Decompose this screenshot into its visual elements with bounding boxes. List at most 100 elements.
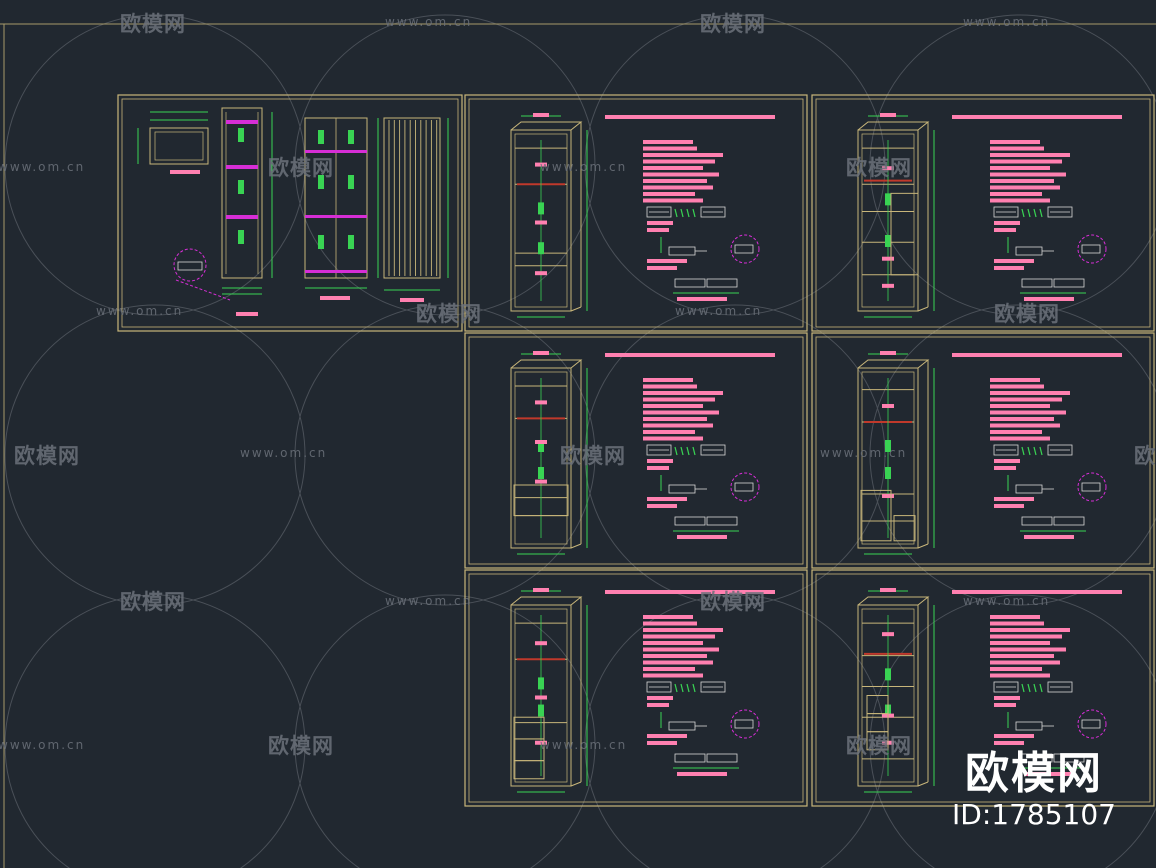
annotation-text-bar	[990, 423, 1060, 428]
annotation-text-bar	[990, 172, 1066, 177]
watermark-logo: 欧模网	[120, 12, 186, 36]
watermark-circle	[869, 594, 1156, 868]
annotation-text-bar	[990, 667, 1042, 671]
annotation-text-bar	[643, 654, 707, 658]
watermark-logo: 欧模网	[416, 302, 482, 326]
watermark-url: www.om.cn	[96, 304, 184, 318]
annotation-text-bar	[643, 146, 697, 151]
sheet-title	[605, 353, 775, 357]
annotation-text-bar	[1024, 535, 1074, 539]
annotation-text-bar	[643, 430, 695, 434]
wardrobe-elevation	[510, 367, 572, 549]
watermark-circle	[294, 594, 596, 868]
annotation-text-bar	[647, 497, 687, 501]
annotation-text-bar	[643, 628, 723, 632]
sheet-title	[605, 590, 775, 594]
annotation-text-bar	[990, 410, 1066, 415]
annotation-text-bar	[994, 696, 1020, 700]
annotation-text-bar	[643, 673, 703, 678]
watermark-logo: 欧模网	[14, 444, 80, 468]
watermark-logo: 欧模网	[268, 734, 334, 758]
model-space-frame	[0, 23, 1156, 868]
slatted-door-panel	[383, 117, 441, 279]
detail-callout-circle	[730, 472, 760, 502]
annotation-text-bar	[990, 185, 1060, 190]
annotation-text-bar	[990, 673, 1050, 678]
watermark-url: www.om.cn	[675, 304, 763, 318]
annotation-text-bar	[990, 430, 1042, 434]
watermark-url: www.om.cn	[820, 446, 908, 460]
wardrobe-elevation	[510, 604, 572, 787]
annotation-text-bar	[990, 179, 1054, 183]
annotation-text-bar	[994, 266, 1024, 270]
sheet-title	[605, 115, 775, 119]
annotation-text-bar	[647, 466, 669, 470]
annotation-text-bar	[643, 179, 707, 183]
annotation-text-bar	[643, 185, 713, 190]
wardrobe-elevation	[510, 129, 572, 312]
annotation-text-bar	[643, 641, 703, 645]
watermark-logo: 欧模网	[560, 444, 626, 468]
annotation-text-bar	[647, 266, 677, 270]
annotation-text-bar	[994, 497, 1034, 501]
detail-callout-circle	[730, 709, 760, 739]
annotation-text-bar	[647, 734, 687, 738]
annotation-text-bar	[994, 459, 1020, 463]
annotation-text-bar	[990, 192, 1042, 196]
annotation-text-bar	[990, 146, 1044, 151]
annotation-text-bar	[990, 647, 1066, 652]
annotation-text-bar	[677, 535, 727, 539]
annotation-text-bar	[647, 741, 677, 745]
watermark-url: www.om.cn	[0, 738, 86, 752]
annotation-text-bar	[643, 423, 713, 428]
drawing-sheet	[811, 94, 1155, 332]
watermark-url: www.om.cn	[240, 446, 328, 460]
annotation-text-bar	[647, 221, 673, 225]
wardrobe-elevation	[857, 367, 919, 549]
annotation-text-bar	[994, 221, 1020, 225]
annotation-text-bar	[994, 741, 1024, 745]
annotation-text-bar	[994, 259, 1034, 263]
watermark-url: www.om.cn	[963, 15, 1051, 29]
annotation-text-bar	[990, 660, 1060, 665]
annotation-text-bar	[990, 391, 1070, 395]
annotation-text-bar	[677, 297, 727, 301]
brand-name: 欧模网	[965, 748, 1104, 799]
model-id-label: ID:1785107	[952, 798, 1116, 831]
annotation-text-bar	[643, 615, 693, 619]
annotation-text-bar	[990, 404, 1050, 408]
annotation-text-bar	[643, 410, 719, 415]
annotation-text-bar	[643, 404, 703, 408]
annotation-text-bar	[643, 621, 697, 626]
watermark-logo: 欧模网	[994, 302, 1060, 326]
annotation-text-bar	[990, 621, 1044, 626]
annotation-text-bar	[643, 153, 723, 157]
detail-callout-circle	[1077, 472, 1107, 502]
annotation-text-bar	[643, 647, 719, 652]
annotation-text-bar	[643, 378, 693, 382]
annotation-text-bar	[643, 417, 707, 421]
annotation-text-bar	[643, 192, 695, 196]
drawing-sheet	[811, 332, 1155, 569]
annotation-text-bar	[647, 504, 677, 508]
annotation-text-bar	[990, 641, 1050, 645]
watermark-circle	[584, 304, 886, 606]
brand-badge: 欧模网 ID:1785107	[952, 750, 1116, 832]
annotation-text-bar	[643, 159, 715, 164]
annotation-text-bar	[990, 397, 1062, 402]
annotation-text-bar	[643, 660, 713, 665]
drawing-sheet	[117, 94, 463, 332]
drawing-sheet	[464, 332, 808, 569]
annotation-text-bar	[994, 466, 1016, 470]
watermark-url: www.om.cn	[385, 594, 473, 608]
annotation-text-bar	[990, 140, 1040, 144]
watermark-circle	[4, 304, 306, 606]
annotation-text-bar	[990, 628, 1070, 632]
detail-callout-circle	[1077, 234, 1107, 264]
detail-callout-circle	[730, 234, 760, 264]
annotation-text-bar	[990, 153, 1070, 157]
watermark-circle	[869, 14, 1156, 316]
annotation-text-bar	[990, 166, 1050, 170]
annotation-text-bar	[643, 198, 703, 203]
